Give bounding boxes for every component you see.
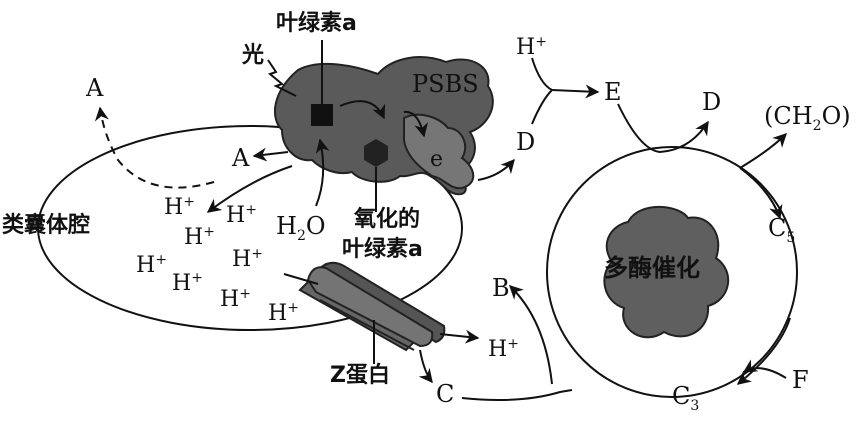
label-psbs: PSBS xyxy=(412,70,479,98)
label-thylakoid-lumen: 类囊体腔 xyxy=(2,212,90,238)
label-c5: C5 xyxy=(768,214,795,246)
h-plus-lumen-2: H+ xyxy=(226,202,257,228)
h-plus-lumen-1: H+ xyxy=(164,194,195,220)
h-plus-z: H+ xyxy=(488,336,519,362)
arrow-e-to-d xyxy=(478,160,514,180)
label-light: 光 xyxy=(241,43,264,68)
arrow-to-ch2o xyxy=(740,134,786,168)
arrow-to-a-mid xyxy=(254,152,288,156)
label-c3: C3 xyxy=(672,382,699,414)
label-oxidized-1: 氧化的 xyxy=(353,206,420,232)
arrow-c5 xyxy=(740,168,780,218)
label-water: H2O xyxy=(276,212,326,244)
label-c: C xyxy=(436,380,454,408)
arrow-c-to-calvin xyxy=(462,390,572,400)
arrow-z-to-c xyxy=(420,350,432,382)
arrow-e-to-d-calvin xyxy=(618,104,708,152)
h-plus-top: H+ xyxy=(516,34,547,60)
label-f: F xyxy=(792,366,809,394)
h-plus-lumen-7: H+ xyxy=(220,286,251,312)
label-ch2o: (CH2O) xyxy=(764,102,851,134)
label-electron: e xyxy=(430,147,443,172)
h-plus-lumen-6: H+ xyxy=(172,270,203,296)
label-e: E xyxy=(604,78,622,106)
label-d-top: D xyxy=(702,88,721,116)
label-oxidized-2: 叶绿素a xyxy=(342,236,423,262)
h-plus-lumen-5: H+ xyxy=(232,246,263,272)
label-a-top: A xyxy=(85,74,104,102)
label-z-protein: Z蛋白 xyxy=(330,362,390,388)
z-protein xyxy=(300,263,444,350)
h-plus-lumen-4: H+ xyxy=(136,252,167,278)
label-a-mid: A xyxy=(231,144,250,172)
label-enzymes: 多酶催化 xyxy=(604,254,700,282)
arrow-h-merge xyxy=(532,58,552,90)
h-plus-lumen-3: H+ xyxy=(184,224,215,250)
h-plus-lumen-8: H+ xyxy=(268,300,299,326)
chlorophyll-a-square xyxy=(311,104,333,126)
arrow-z-to-h xyxy=(440,334,478,338)
label-chlorophyll-a: 叶绿素a xyxy=(276,10,357,36)
arrow-to-e xyxy=(552,90,598,92)
arrow-c3-to-b xyxy=(510,286,552,384)
label-d-mid: D xyxy=(516,128,535,156)
arrow-d-merge xyxy=(532,90,552,124)
label-b: B xyxy=(492,274,510,302)
